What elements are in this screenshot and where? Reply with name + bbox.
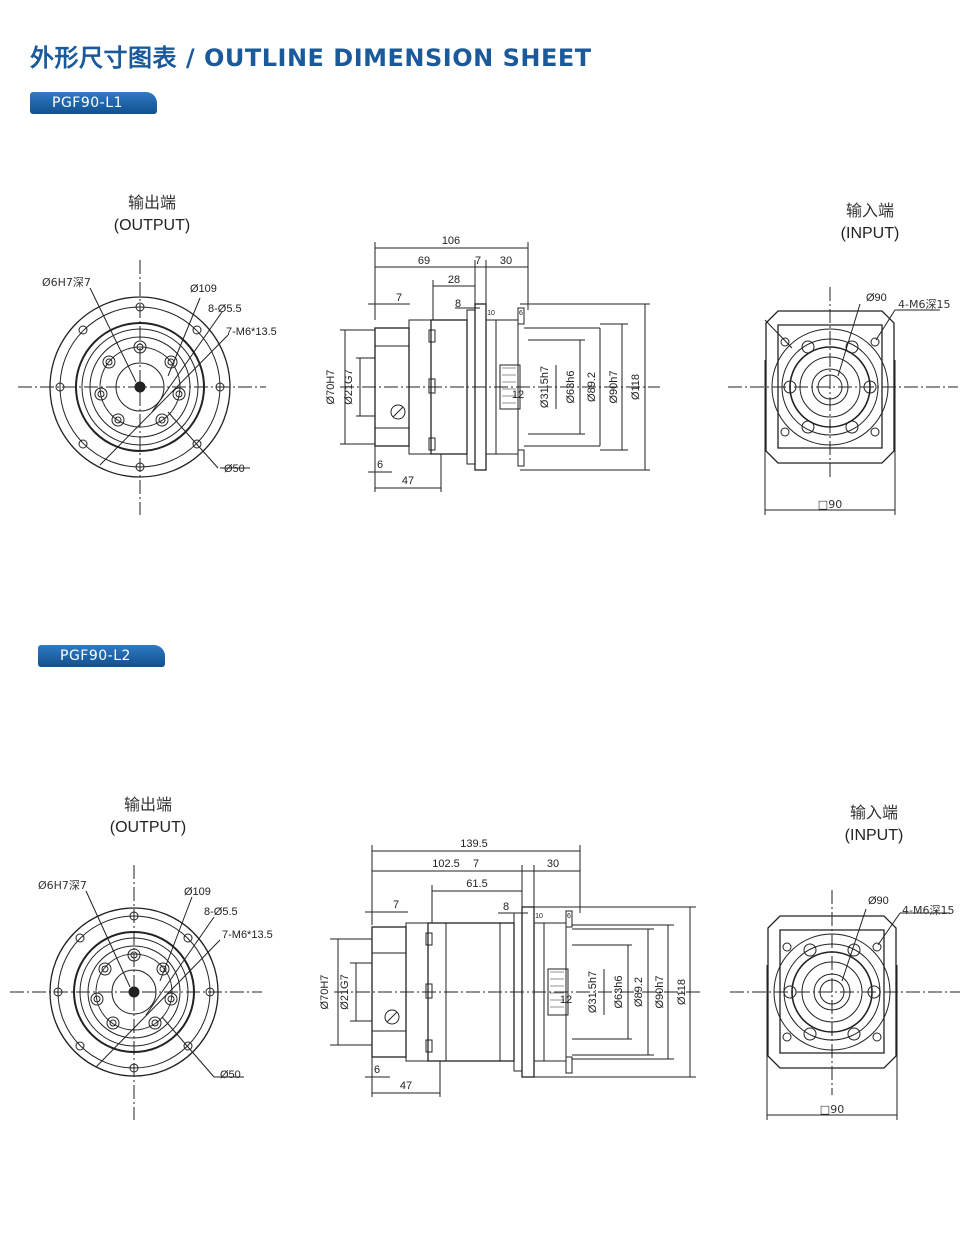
dim-flange-dia: Ø90h7 xyxy=(654,975,666,1008)
output-callout-holes: 8-Ø5.5 xyxy=(208,303,242,315)
dim-motor-adapter: 30 xyxy=(500,255,512,267)
output-end-view xyxy=(10,865,262,1120)
dim-ring: 6 xyxy=(567,913,571,920)
dim-shaft-step: 7 xyxy=(396,292,402,304)
input-callout-pcd: Ø90 xyxy=(868,895,889,907)
dim-pilot-dia: Ø63h6 xyxy=(565,370,577,403)
dim-flange-dia: Ø90h7 xyxy=(608,370,620,403)
dim-housing: 61.5 xyxy=(466,878,487,890)
dim-housing: 28 xyxy=(448,274,460,286)
dim-coupling-depth: 12 xyxy=(512,389,524,401)
dim-pilot-dia: Ø63h6 xyxy=(613,975,625,1008)
input-label-cn: 输入端 xyxy=(846,201,894,220)
dim-coupling-dia: Ø31.5h7 xyxy=(587,971,599,1013)
output-label-en: (OUTPUT) xyxy=(110,819,186,836)
input-square-dim: □90 xyxy=(820,1103,844,1116)
dim-outer-dia: Ø118 xyxy=(630,374,642,400)
dim-output-length: 47 xyxy=(402,475,414,487)
dim-flange-thickness: 8 xyxy=(455,298,461,310)
model-badge-l2: PGF90-L2 xyxy=(38,645,165,667)
output-callout-holes: 8-Ø5.5 xyxy=(204,906,238,918)
dim-coupling-depth: 12 xyxy=(560,994,572,1006)
output-callout-inner: Ø50 xyxy=(220,1069,241,1081)
output-label-en: (OUTPUT) xyxy=(114,217,190,234)
dim-shaft-step: 7 xyxy=(393,899,399,911)
dim-body-dia: Ø89.2 xyxy=(586,372,598,402)
dim-overall-length: 106 xyxy=(442,235,460,247)
output-callout-pcd: Ø109 xyxy=(184,886,211,898)
dim-shaft-recess: 6 xyxy=(377,459,383,471)
drawing-pgf90-l1: 输出端 (OUTPUT) Ø6H7深7 Ø109 8-Ø5.5 7-M6*13.… xyxy=(0,180,968,540)
input-label-cn: 输入端 xyxy=(850,803,898,822)
output-callout-threads: 7-M6*13.5 xyxy=(222,929,273,941)
drawing-pgf90-l2: 输出端 (OUTPUT) Ø6H7深7 Ø109 8-Ø5.5 7-M6*13.… xyxy=(0,785,968,1145)
output-end-view xyxy=(18,260,266,515)
dim-flange-thickness: 8 xyxy=(503,901,509,913)
dim-ring: 6 xyxy=(519,310,523,317)
dim-coupling-dia: Ø31.5h7 xyxy=(539,366,551,408)
model-badge-l1: PGF90-L1 xyxy=(30,92,157,114)
output-callout-pcd: Ø109 xyxy=(190,283,217,295)
input-callout-threads: 4-M6深15 xyxy=(902,904,954,917)
input-callout-pcd: Ø90 xyxy=(866,292,887,304)
output-callout-threads: 7-M6*13.5 xyxy=(226,326,277,338)
dim-body-length: 102.5 xyxy=(432,858,460,870)
input-label-en: (INPUT) xyxy=(845,827,904,844)
output-callout-hole: Ø6H7深7 xyxy=(38,879,87,892)
input-end-view xyxy=(730,890,960,1120)
input-label-en: (INPUT) xyxy=(841,225,900,242)
drawing-svg-l2: 输出端 (OUTPUT) Ø6H7深7 Ø109 8-Ø5.5 7-M6*13.… xyxy=(10,795,960,1120)
dim-spigot: 10 xyxy=(535,913,543,920)
input-end-view xyxy=(728,287,958,515)
dim-body-dia: Ø89.2 xyxy=(633,977,645,1007)
dim-output-bore: Ø21G7 xyxy=(339,974,351,1009)
page-title: 外形尺寸图表 / OUTLINE DIMENSION SHEET xyxy=(30,44,592,72)
drawing-svg-l1: 输出端 (OUTPUT) Ø6H7深7 Ø109 8-Ø5.5 7-M6*13.… xyxy=(18,193,958,515)
output-callout-inner: Ø50 xyxy=(224,463,245,475)
input-callout-threads: 4-M6深15 xyxy=(898,298,950,311)
dim-output-bore: Ø21G7 xyxy=(343,369,355,404)
output-label-cn: 输出端 xyxy=(128,193,176,212)
dim-outer-dia: Ø118 xyxy=(676,979,688,1005)
dim-output-pilot: Ø70H7 xyxy=(319,975,331,1010)
dim-motor-adapter: 30 xyxy=(547,858,559,870)
dim-overall-length: 139.5 xyxy=(460,838,488,850)
input-square-dim: □90 xyxy=(818,498,842,511)
dim-flange-gap: 7 xyxy=(473,858,479,870)
output-label-cn: 输出端 xyxy=(124,795,172,814)
dim-shaft-recess: 6 xyxy=(374,1064,380,1076)
side-view xyxy=(340,242,660,492)
dim-flange-gap: 7 xyxy=(475,255,481,267)
dim-spigot: 10 xyxy=(487,310,495,317)
dim-body-length: 69 xyxy=(418,255,430,267)
dim-output-length: 47 xyxy=(400,1080,412,1092)
dim-output-pilot: Ø70H7 xyxy=(325,370,337,405)
side-view xyxy=(330,845,702,1097)
output-callout-hole: Ø6H7深7 xyxy=(42,276,91,289)
